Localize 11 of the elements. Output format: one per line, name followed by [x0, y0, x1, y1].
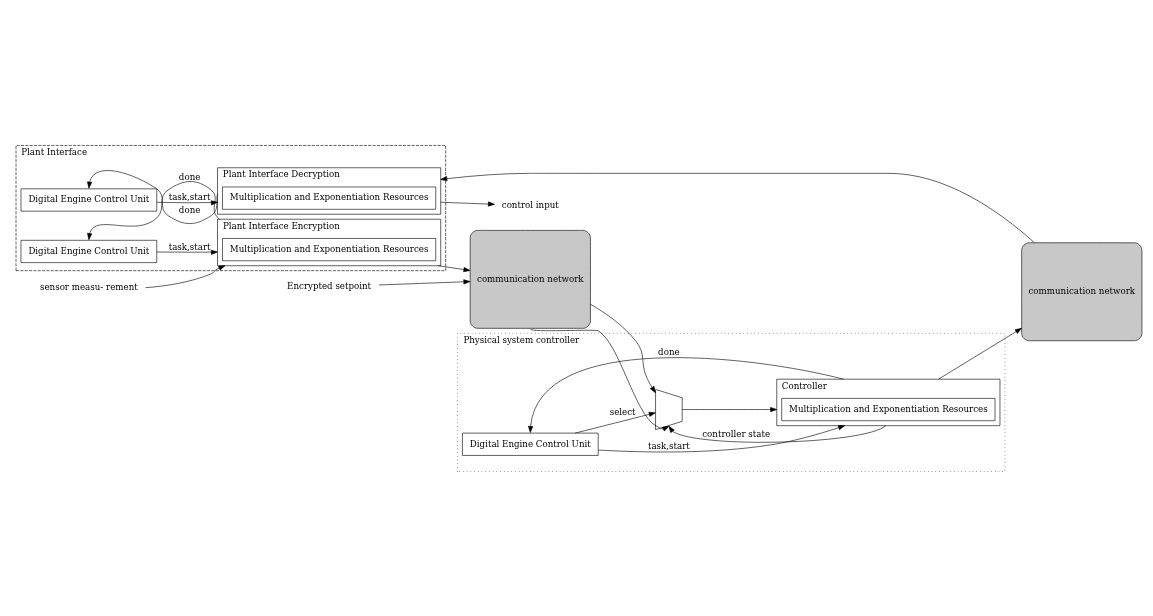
edge-label: task,start	[168, 241, 211, 252]
node-text: sensor measu- rement	[40, 281, 138, 292]
edge-label: task,start	[168, 191, 211, 202]
edge-label: done	[178, 204, 201, 215]
node-text: Encrypted setpoint	[287, 280, 372, 291]
edge-label: done	[658, 346, 680, 357]
edge-label: controller state	[702, 428, 771, 439]
edge-label: done	[178, 171, 201, 182]
edge-label: select	[609, 406, 636, 417]
node-text: control input	[501, 199, 559, 210]
edge-label: task,start	[647, 440, 690, 451]
